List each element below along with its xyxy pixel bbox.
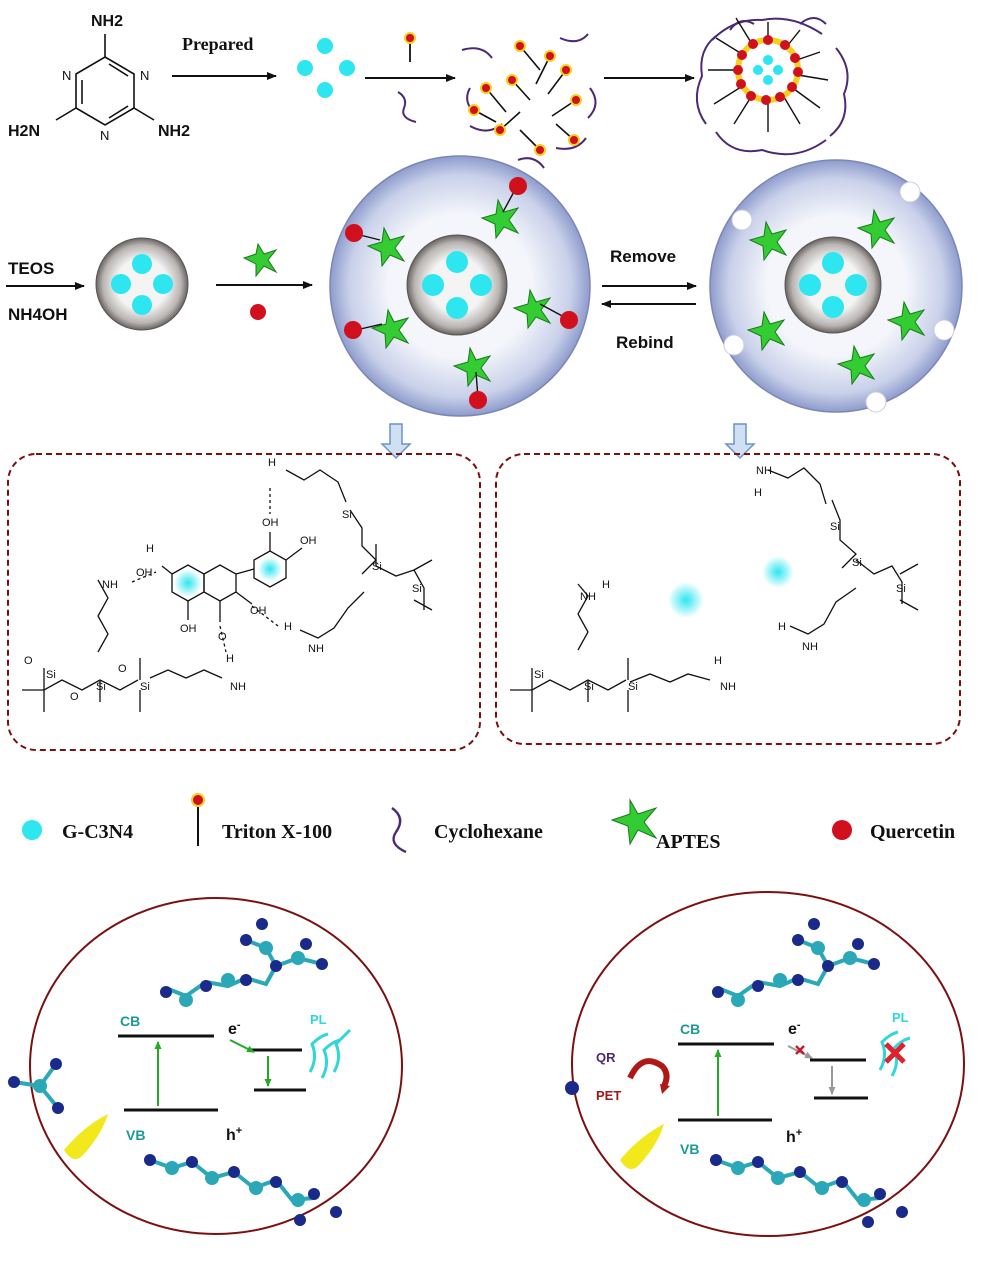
chem-label: NH xyxy=(756,465,772,477)
hole-label-left: h+ xyxy=(226,1125,242,1144)
chem-label: H xyxy=(714,655,722,667)
pl-label-right: PL xyxy=(892,1010,909,1025)
chem-label: H xyxy=(754,487,762,499)
chem-label: H xyxy=(226,653,234,665)
legend: G-C3N4 Triton X-100 Cyclohexane APTES Qu… xyxy=(22,793,955,854)
chem-label: Si xyxy=(584,681,594,693)
remove-label: Remove xyxy=(610,247,676,266)
legend-triton-label: Triton X-100 xyxy=(222,821,332,843)
pl-label-left: PL xyxy=(310,1012,327,1027)
cavity-structure-panel xyxy=(495,453,961,745)
aptes-small-icon xyxy=(242,242,278,278)
g-c3n4-glow xyxy=(258,557,282,581)
chem-label: O xyxy=(24,655,33,667)
triton-small-icon xyxy=(404,32,416,62)
chem-label: Si xyxy=(830,521,840,533)
chem-label: OH xyxy=(180,623,197,635)
chem-label: H xyxy=(268,457,276,469)
chem-label: NH xyxy=(308,643,324,655)
quercetin-small-icon xyxy=(250,304,266,320)
g-c3n4-dots xyxy=(297,38,355,98)
teos-label: TEOS xyxy=(8,259,54,278)
legend-aptes-swatch xyxy=(610,798,658,846)
chem-label: NH xyxy=(720,681,736,693)
imprinted-sphere-with-template xyxy=(329,155,591,417)
legend-triton-swatch xyxy=(191,793,205,846)
bound-structure-panel xyxy=(7,453,481,751)
prepared-label: Prepared xyxy=(182,34,253,54)
qr-label: QR xyxy=(596,1050,616,1065)
chem-label: NH xyxy=(580,591,596,603)
chem-label: Si xyxy=(140,681,150,693)
electron-label-left: e- xyxy=(228,1019,241,1038)
cb-label-left: CB xyxy=(120,1013,140,1029)
imprinted-sphere-with-cavities xyxy=(709,159,963,413)
down-arrow-left xyxy=(380,423,412,460)
chem-label: NH xyxy=(102,579,118,591)
chem-label: H xyxy=(146,543,154,555)
down-arrow-right xyxy=(724,423,756,460)
chem-label: Si xyxy=(534,669,544,681)
cyclohexane-small-icon xyxy=(397,91,417,123)
cb-label-right: CB xyxy=(680,1021,700,1037)
chem-label: OH xyxy=(250,605,267,617)
vb-label-right: VB xyxy=(680,1141,699,1157)
amine-left-label: H2N xyxy=(8,123,40,140)
electron-label-right: e- xyxy=(788,1019,801,1038)
fluorescence-on-panel xyxy=(8,897,403,1235)
chem-label: O xyxy=(218,631,227,643)
chem-label: NH xyxy=(802,641,818,653)
legend-cyclohexane-label: Cyclohexane xyxy=(434,821,543,843)
fluorescence-quenched-panel xyxy=(565,891,965,1237)
chem-label: OH xyxy=(136,567,153,579)
vb-label-left: VB xyxy=(126,1127,145,1143)
chem-label: OH xyxy=(300,535,317,547)
chem-label: Si xyxy=(96,681,106,693)
chem-label: OH xyxy=(262,517,279,529)
legend-quercetin-swatch xyxy=(832,820,852,840)
quercetin-bound-structure xyxy=(22,469,433,712)
hole-label-right: h+ xyxy=(786,1127,802,1146)
chem-label: NH xyxy=(230,681,246,693)
g-c3n4-glow xyxy=(174,569,202,597)
chem-label: H xyxy=(284,621,292,633)
reverse-micelle xyxy=(695,17,849,156)
melamine-structure xyxy=(55,34,155,126)
chem-label: O xyxy=(118,663,127,675)
amine-right-label: NH2 xyxy=(158,123,190,140)
ring-nitrogen-label: N xyxy=(100,128,109,143)
legend-cyclohexane-swatch xyxy=(391,807,407,854)
g-c3n4-glow xyxy=(762,556,794,588)
pet-label: PET xyxy=(596,1088,621,1103)
chem-label: H xyxy=(602,579,610,591)
nh4oh-label: NH4OH xyxy=(8,305,68,324)
chem-label: Si xyxy=(342,509,352,521)
chem-label: H xyxy=(778,621,786,633)
chem-label: Si xyxy=(412,583,422,595)
micelle-mixture xyxy=(461,33,597,169)
ring-nitrogen-label: N xyxy=(140,68,149,83)
legend-g-c3n4-label: G-C3N4 xyxy=(62,821,133,843)
ring-nitrogen-label: N xyxy=(62,68,71,83)
chem-label: O xyxy=(70,691,79,703)
chem-label: Si xyxy=(628,681,638,693)
g-c3n4-glow xyxy=(668,582,704,618)
legend-aptes-label: APTES xyxy=(656,831,720,853)
chem-label: Si xyxy=(372,561,382,573)
legend-g-c3n4-swatch xyxy=(22,820,42,840)
silica-coated-core xyxy=(95,237,189,331)
chem-label: Si xyxy=(46,669,56,681)
chem-label: Si xyxy=(852,557,862,569)
empty-cavity-structure xyxy=(510,467,919,712)
amine-top-label: NH2 xyxy=(91,13,123,30)
rebind-label: Rebind xyxy=(616,333,674,352)
chem-label: Si xyxy=(896,583,906,595)
legend-quercetin-label: Quercetin xyxy=(870,821,955,843)
